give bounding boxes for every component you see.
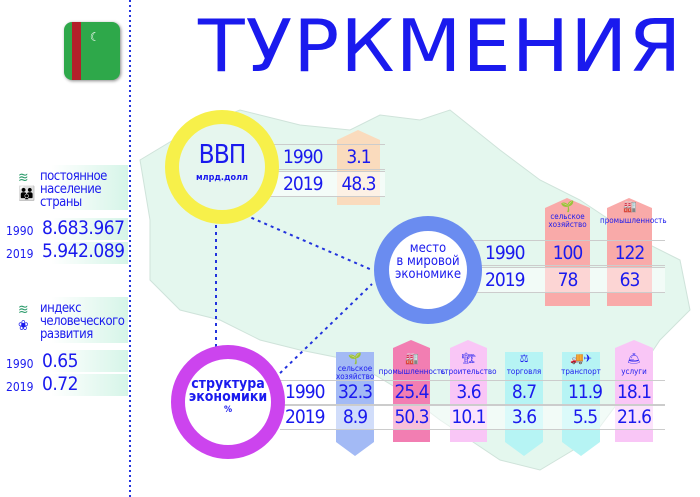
trade-2019: 3.6 xyxy=(511,406,537,428)
waiter-icon: 🛎 xyxy=(627,352,641,365)
column-label: транспорт xyxy=(561,367,601,376)
column-label: торговля xyxy=(506,367,542,376)
transport-2019: 5.5 xyxy=(572,406,598,428)
structure-year-1990: 1990 xyxy=(285,381,325,403)
leaf-icon: 🌱 xyxy=(560,200,575,213)
gdp-2019: 48.3 xyxy=(341,173,376,195)
population-icon: ≋👪 xyxy=(18,170,36,202)
column-label: хозяйство xyxy=(336,372,375,381)
place-ind-2019: 63 xyxy=(619,269,641,291)
year-2019: 2019 xyxy=(6,247,34,261)
industry-2019: 50.3 xyxy=(394,406,429,428)
services-2019: 21.6 xyxy=(616,406,652,428)
column-label: сельское xyxy=(337,364,373,373)
trade-icon: ⚖ xyxy=(519,352,529,365)
place-year-1990: 1990 xyxy=(485,242,525,264)
flag: ☾ xyxy=(64,22,120,80)
year-2019: 2019 xyxy=(6,380,34,394)
services-1990: 18.1 xyxy=(616,381,652,403)
gdp-unit: млрд.долл xyxy=(196,173,248,183)
agri-1990: 32.3 xyxy=(337,381,373,403)
agri-2019: 8.9 xyxy=(342,406,368,428)
place-year-2019: 2019 xyxy=(485,269,525,291)
structure-year-2019: 2019 xyxy=(285,406,325,428)
column-label: строительство xyxy=(440,367,497,376)
column-label: сельское xyxy=(550,212,585,221)
gdp-title: ВВП xyxy=(198,140,247,170)
leaf-icon: 🌱 xyxy=(348,352,362,365)
year-1990: 1990 xyxy=(6,357,34,371)
factory-icon: 🏭 xyxy=(623,200,637,213)
column-label: услуги xyxy=(621,367,647,376)
hdi-2019: 0.72 xyxy=(42,373,79,395)
place-ind-1990: 122 xyxy=(614,242,646,264)
transport-1990: 11.9 xyxy=(567,381,603,403)
construction-1990: 3.6 xyxy=(456,381,481,403)
place-agri-2019: 78 xyxy=(557,269,579,291)
transport-icon: 🚚✈ xyxy=(570,352,592,365)
construction-2019: 10.1 xyxy=(451,406,486,428)
connector-lines xyxy=(215,214,373,379)
column-label: промышленность xyxy=(600,216,667,225)
hdi-1990: 0.65 xyxy=(42,350,79,372)
gdp-1990: 3.1 xyxy=(346,146,371,168)
factory-icon: 🏭 xyxy=(405,352,419,365)
industry-1990: 25.4 xyxy=(394,381,429,403)
gdp-year-2019: 2019 xyxy=(283,173,323,195)
gdp-year-1990: 1990 xyxy=(283,146,323,168)
column-label: промышленность xyxy=(378,367,446,376)
page-title: ТУРКМЕНИЯ xyxy=(198,4,683,88)
population-2019: 5.942.089 xyxy=(42,240,125,262)
hdi-icon: ≋❀ xyxy=(18,302,29,334)
place-agri-1990: 100 xyxy=(552,242,584,264)
column-label: хозяйство xyxy=(548,220,587,229)
crane-icon: 🏗 xyxy=(461,352,476,365)
population-1990: 8.683.967 xyxy=(42,217,125,239)
trade-1990: 8.7 xyxy=(511,381,537,403)
year-1990: 1990 xyxy=(6,224,34,238)
